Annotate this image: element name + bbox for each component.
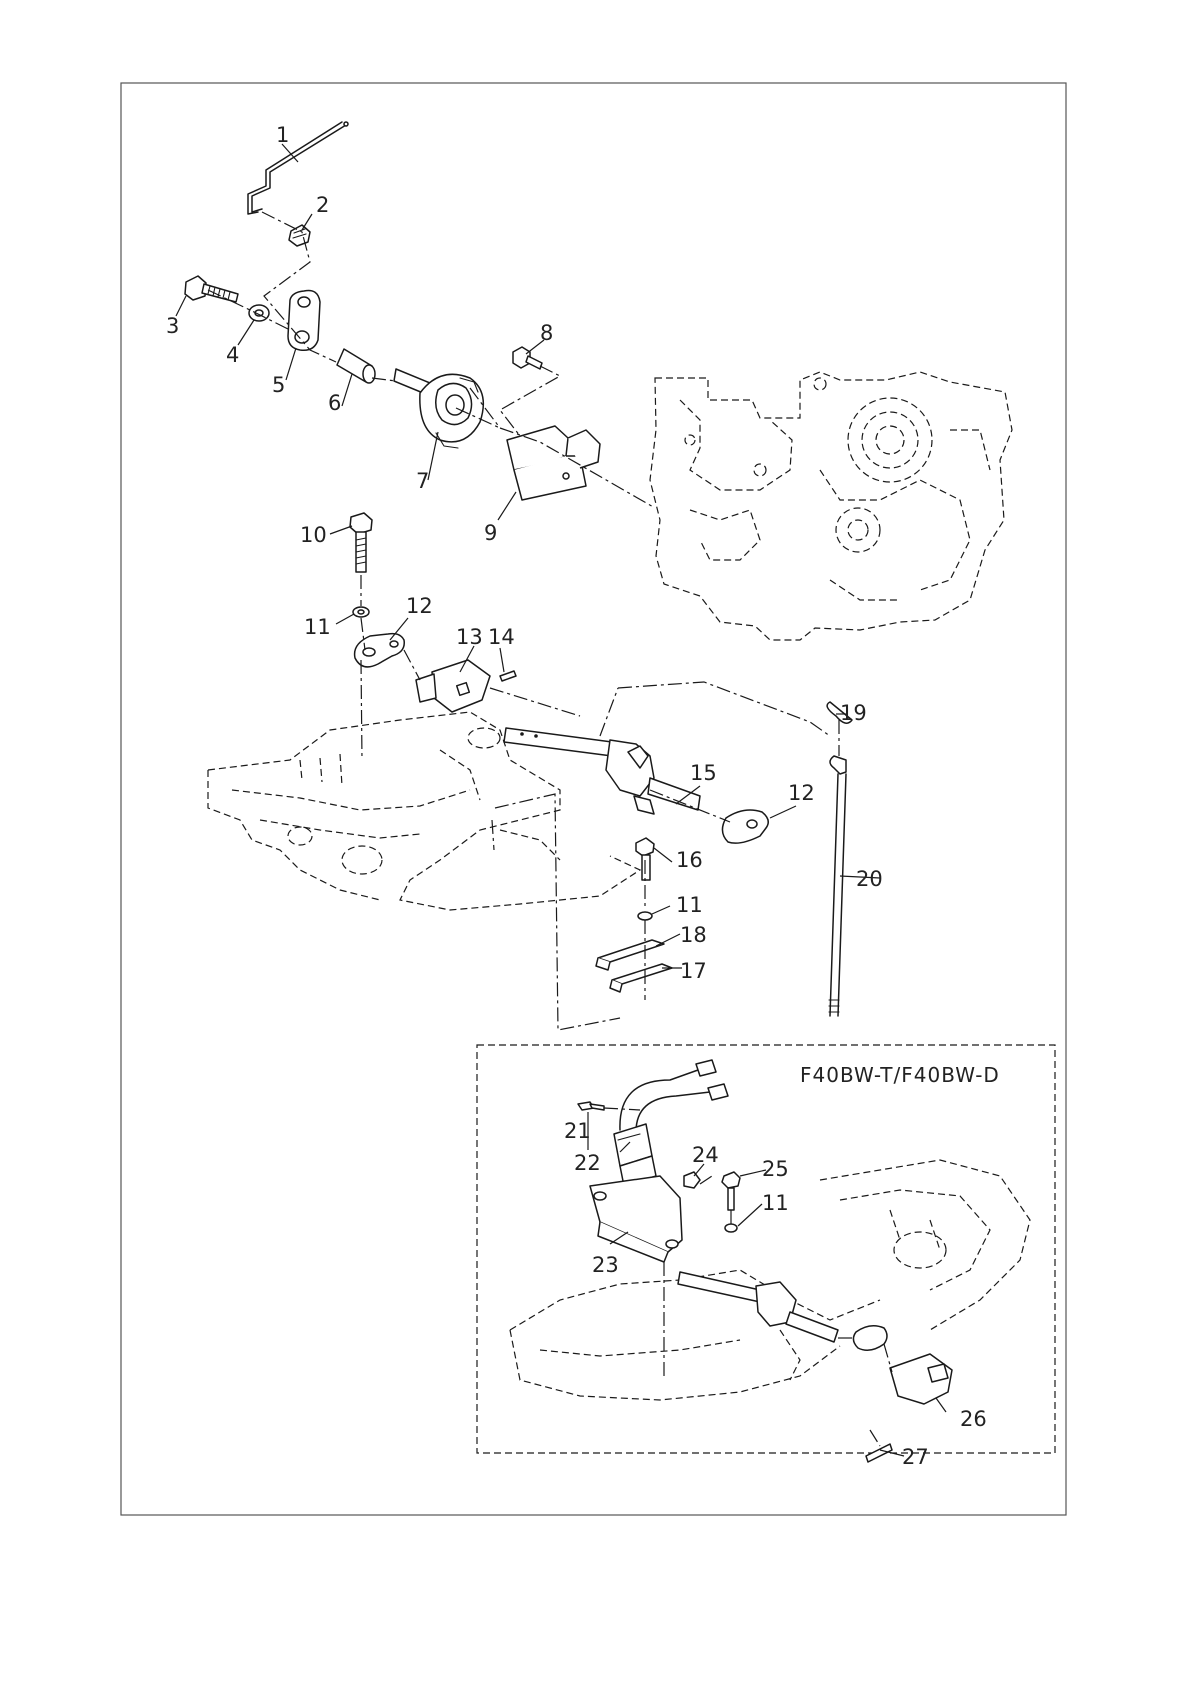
shaft-part-15	[504, 728, 700, 814]
callout-11-upper: 11	[304, 615, 331, 639]
callout-27: 27	[902, 1445, 929, 1469]
callout-18: 18	[680, 923, 707, 947]
callout-10: 10	[300, 523, 327, 547]
shaft-inset	[678, 1272, 887, 1350]
callout-6: 6	[328, 391, 341, 415]
callout-2: 2	[316, 193, 329, 217]
callout-25: 25	[762, 1157, 789, 1181]
callout-5: 5	[272, 373, 285, 397]
joint-part-13	[416, 660, 490, 712]
callout-14: 14	[488, 625, 515, 649]
callout-15: 15	[690, 761, 717, 785]
wire-harness	[620, 1060, 728, 1132]
plate-part-18	[596, 940, 664, 970]
screw-part-21	[578, 1102, 604, 1110]
inset-box-outline	[477, 1045, 1055, 1453]
callout-21: 21	[564, 1119, 591, 1143]
callout-8: 8	[540, 321, 553, 345]
bracket-part-9	[507, 426, 600, 500]
callout-16: 16	[676, 848, 703, 872]
washer-part-11b	[638, 912, 652, 920]
callout-9: 9	[484, 521, 497, 545]
nut-part-24	[684, 1172, 700, 1188]
callout-26: 26	[960, 1407, 987, 1431]
callout-20: 20	[856, 867, 883, 891]
callout-22: 22	[574, 1151, 601, 1175]
link-rod-part-1	[248, 122, 348, 214]
washer-part-11a	[353, 607, 369, 617]
callout-11-inset: 11	[762, 1191, 789, 1215]
callout-24: 24	[692, 1143, 719, 1167]
bolt-part-3	[185, 276, 238, 302]
lever-part-5	[288, 290, 320, 350]
callout-17: 17	[680, 959, 707, 983]
switch-part-22	[614, 1124, 656, 1186]
drawing-frame	[121, 83, 1066, 1515]
callout-1: 1	[276, 123, 289, 147]
model-variant-label: F40BW-T/F40BW-D	[800, 1063, 1000, 1087]
engine-block-outline	[650, 372, 1012, 640]
bracket-part-23	[590, 1176, 682, 1262]
callout-11-middle: 11	[676, 893, 703, 917]
washer-part-4	[249, 305, 269, 321]
callout-4: 4	[226, 343, 239, 367]
callout-3: 3	[166, 314, 179, 338]
callout-19: 19	[840, 701, 867, 725]
joint-part-26	[890, 1354, 952, 1404]
callout-23: 23	[592, 1253, 619, 1277]
pin-part-14	[500, 671, 516, 681]
bolt-part-25	[722, 1172, 740, 1210]
callout-7: 7	[416, 469, 429, 493]
collar-part-6	[337, 349, 375, 383]
callout-13: 13	[456, 625, 483, 649]
callout-12-upper: 12	[406, 594, 433, 618]
bolt-part-10	[350, 513, 372, 572]
holder-part-12b	[722, 810, 768, 843]
bolt-part-8	[513, 347, 542, 369]
clip-part-2	[289, 225, 310, 246]
rod-part-20	[829, 756, 846, 1016]
washer-part-11c	[725, 1224, 737, 1232]
cam-part-7	[394, 369, 483, 448]
callout-12-lower: 12	[788, 781, 815, 805]
holder-part-12a	[355, 634, 405, 667]
